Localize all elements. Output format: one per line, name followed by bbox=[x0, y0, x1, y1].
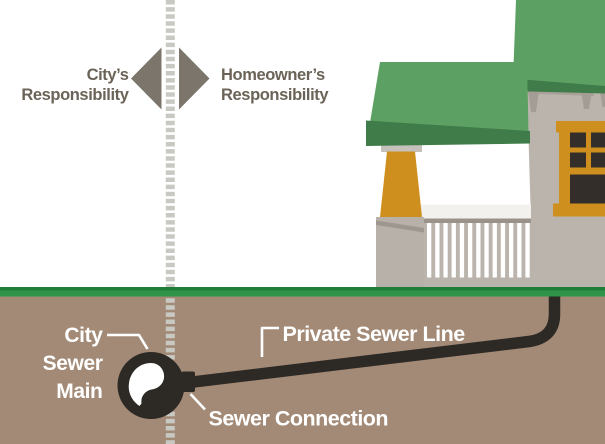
private-sewer-line-leader-line bbox=[260, 326, 279, 357]
city-responsibility-label-line2: Responsibility bbox=[21, 86, 129, 104]
city-arrow-left-icon bbox=[131, 47, 162, 110]
porch-roof bbox=[370, 62, 529, 132]
porch-railing-shadow bbox=[420, 218, 531, 223]
city-responsibility-label-line1: City’s bbox=[87, 66, 129, 84]
porch-balusters bbox=[427, 223, 530, 278]
window-sill bbox=[553, 203, 605, 217]
city-sewer-main-label-line2: Sewer bbox=[43, 352, 103, 375]
city-sewer-main-label-line1: City bbox=[64, 324, 103, 347]
column-capital bbox=[381, 143, 422, 152]
homeowner-responsibility-label-line1: Homeowner’s bbox=[221, 66, 325, 84]
homeowner-arrow-right-icon bbox=[179, 47, 210, 110]
homeowner-responsibility-label-line2: Responsibility bbox=[221, 86, 329, 104]
rafter-tail-icon bbox=[581, 91, 592, 109]
house-illustration bbox=[366, 0, 605, 290]
private-sewer-line-label: Private Sewer Line bbox=[283, 322, 466, 346]
private-sewer-pipe bbox=[192, 293, 561, 388]
sewer-connection-leader-line bbox=[189, 393, 206, 411]
sewer-connection-collar bbox=[181, 371, 195, 392]
sewer-connection-label: Sewer Connection bbox=[209, 407, 389, 431]
window-header bbox=[556, 121, 605, 133]
pedestal-shadow bbox=[376, 220, 424, 233]
window-mid-rail bbox=[570, 167, 605, 175]
city-sewer-main-label-line3: Main bbox=[56, 380, 102, 403]
main-eave-fascia bbox=[511, 78, 605, 94]
window bbox=[553, 121, 605, 217]
grass-strip-edge bbox=[0, 287, 605, 291]
main-roof bbox=[513, 0, 605, 87]
window-jamb bbox=[559, 132, 570, 206]
sewer-flow-icon bbox=[128, 363, 165, 406]
porch-column bbox=[380, 151, 422, 217]
window-muntin-horizontal bbox=[570, 147, 605, 153]
city-sewer-main-leader-line bbox=[107, 333, 149, 350]
rafter-tail-icon bbox=[528, 90, 539, 112]
rafter-tail-icon bbox=[600, 92, 605, 107]
grass-strip bbox=[0, 290, 605, 297]
porch-roof-fascia bbox=[366, 120, 530, 146]
porch-railing-top bbox=[420, 204, 531, 219]
